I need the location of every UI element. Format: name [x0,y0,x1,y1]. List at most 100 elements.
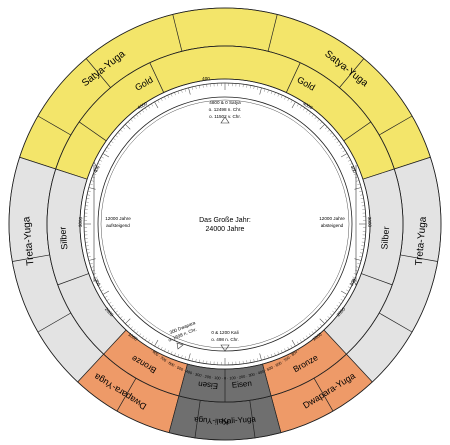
scale-tick [350,166,354,169]
scale-tick [352,169,356,172]
yuga-label-treta-right: Treta-Yuga [414,216,429,266]
scale-tick [151,341,154,345]
scale-tick [127,121,131,125]
scale-tick [249,359,251,363]
scale-tick [329,132,333,135]
scale-tick [86,198,90,200]
scale-label-400-right: 400 [349,165,357,175]
scale-tick [120,316,123,319]
scale-tick [125,124,131,130]
scale-tick [277,93,280,97]
scale-tick [94,169,98,172]
scale-tick [267,355,269,359]
scale-tick [324,318,328,322]
scale-tick [94,276,98,279]
scale-tick [346,289,349,292]
metal-divider-5 [57,273,89,286]
ring-edge-0 [8,7,442,441]
scale-tick [336,304,340,308]
scale-tick [334,138,337,141]
scale-tick [284,348,286,352]
scale-label-4000-left: 4000 [137,101,149,110]
yuga-divider-10 [313,377,334,412]
inner-disc [100,99,350,349]
bottom-marker-triangle [220,344,230,352]
yuga-label-kali-right: Kali-Yuga [221,414,256,425]
scale-ticks [83,82,367,366]
center-title: Das Große Jahr: [199,217,251,224]
scale-tick [167,95,170,99]
scale-tick [99,286,103,289]
yuga-divider-1 [267,14,278,52]
scale-tick [177,354,180,357]
scale-tick [90,266,94,268]
scale-tick [354,258,362,261]
scale-tick [319,318,325,324]
scale-tick [332,135,335,138]
scale-tick [160,98,163,102]
scale-tick [157,345,160,348]
scale-tick [127,323,131,327]
scale-tick [106,147,110,149]
yuga-divider-8 [37,312,72,333]
scale-tick [354,187,362,190]
scale-tick [270,91,273,94]
scale-tick [340,290,348,295]
scale-tick [327,129,330,132]
scale-tick [314,328,317,332]
yuga-divider-13 [194,400,201,438]
scale-tick [88,258,96,261]
scale-tick [287,346,290,350]
scale-tick [96,279,100,282]
scale-tick [253,358,255,362]
scale-tick [89,183,93,185]
yuga-divider-6 [400,254,438,262]
scale-tick [277,351,280,355]
scale-tick [125,318,131,324]
scale-tick [291,101,296,109]
yuga-divider-12 [249,400,256,438]
scale-label-1000-left: 1000 [127,332,139,342]
scale-label-2000-right: 2000 [336,306,347,317]
scale-tick [356,180,360,182]
scale-tick [120,129,123,132]
ring-edge-2 [79,78,371,370]
scale-tick [342,150,346,153]
scale-tick [87,256,91,258]
scale-tick [303,107,306,111]
scale-label-400-left: 400 [93,164,101,174]
metal-divider-1 [285,62,301,93]
scale-tick [280,349,283,353]
scale-tick [332,310,335,313]
scale-tick [170,351,173,355]
scale-tick [110,304,114,308]
scale-tick [336,140,340,144]
scale-tick [92,176,95,179]
scale-tick [160,346,163,350]
scale-tick [104,295,108,298]
scale-tick [110,140,114,144]
yuga-label-kali-left: Kali-Yuga [193,415,228,426]
scale-tick [136,114,139,117]
scale-tick [347,159,351,162]
scale-tick [97,163,101,165]
scale-tick [303,337,306,341]
scale-tick [253,86,255,90]
scale-tick [342,295,346,298]
scale-tick [195,86,197,90]
scale-label-1000-right: 1000 [312,332,324,342]
ascending-arrow-icon [90,161,98,169]
scale-tick [296,103,299,107]
scale-tick [300,105,302,109]
top-note-1: 4800 & 0 Satya [209,100,241,105]
scale-tick [170,93,173,97]
scale-tick [130,119,133,122]
yuga-divider-2 [85,58,111,88]
scale-tick [87,194,91,196]
scale-tick [274,352,276,356]
scale-tick [350,279,354,282]
scale-label-400-top: 400 [202,76,210,81]
scale-tick [280,95,283,99]
yuga-divider-9 [12,254,50,262]
scale-tick [319,323,323,327]
